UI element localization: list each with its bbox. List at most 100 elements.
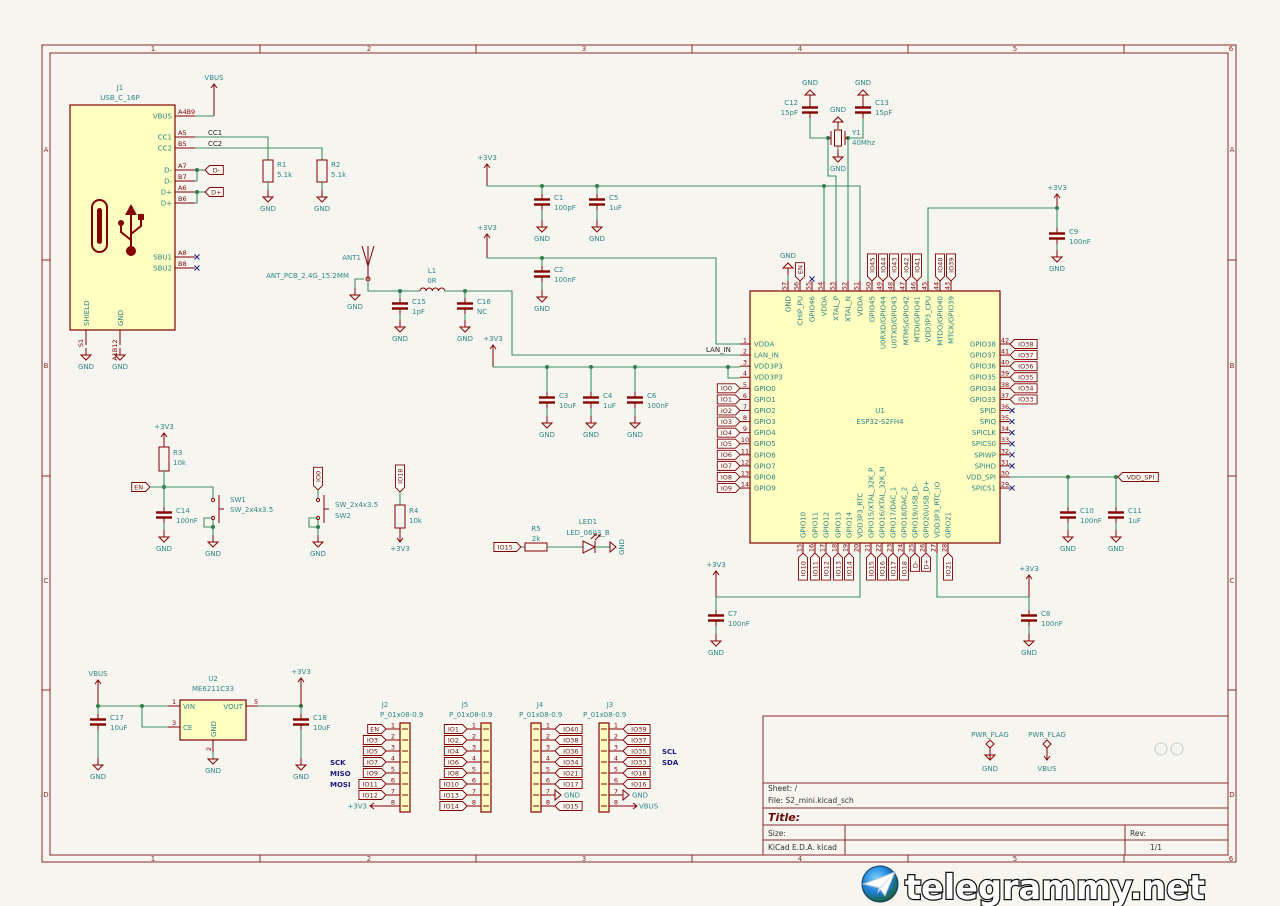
- gnd-symbol: GND: [830, 106, 846, 129]
- net-label-io12: IO12: [358, 790, 387, 800]
- u2-pins-1-num-text: 3: [172, 719, 176, 727]
- title-block-file-text: File: S2_mini.kicad_sch: [768, 796, 854, 805]
- components-y1-value-text: 40Mhz: [852, 139, 875, 147]
- gnd-symbol: GND: [589, 220, 605, 243]
- no-connect-icon: [1009, 418, 1015, 425]
- j1-pins-1-name-text: CC1: [158, 134, 172, 142]
- headers-2-value-text: P_01x08-0.9: [519, 711, 562, 719]
- u1-left-pins-8-name-text: GPIO4: [754, 429, 776, 437]
- net-label-io43: IO43: [889, 253, 899, 282]
- net-label-shape: [362, 757, 387, 767]
- j1-pins-4-name-text: D-: [164, 178, 172, 186]
- u1-left-pins-11-num-text: 12: [741, 458, 749, 466]
- net-label-io7: IO7: [362, 757, 387, 767]
- net-label-text: IO12: [363, 791, 378, 799]
- u1-top-pins-5-num-text: 52: [841, 282, 849, 290]
- components-r5-value-text: 2k: [532, 535, 541, 543]
- sheet-border: [41, 44, 1237, 863]
- u1-ref-text: U1: [875, 407, 885, 415]
- crystal-body-icon: [834, 129, 842, 147]
- gnd-icon: [709, 640, 723, 647]
- net-label-io34: IO34: [1009, 383, 1038, 394]
- net-label-shape: [935, 253, 945, 282]
- gnd-symbol: GND: [1021, 634, 1037, 657]
- u1-left-pins-2-name-text: VDD3P3: [754, 363, 783, 371]
- headers-1-value-text: P_01x08-0.9: [449, 711, 492, 719]
- junction-dot: [726, 365, 730, 369]
- headers-3-pins-5-num-text: 6: [614, 777, 618, 785]
- frame-cols-2-text: 3: [582, 45, 586, 53]
- frame-rows-2-text: C: [44, 577, 49, 585]
- net-label-d-plus: D+: [204, 187, 224, 197]
- frame-cols-3-text: 4: [798, 45, 803, 53]
- headers-1-pins-4-num-text: 5: [472, 766, 476, 774]
- net-label-text: EN: [370, 725, 379, 733]
- u1-right-pins-7-num-text: 35: [1001, 414, 1009, 422]
- pin-header-body: [399, 722, 411, 813]
- headers-2-pins-0-num-text: 1: [546, 722, 550, 730]
- frame-rows-2-text: C: [1230, 577, 1235, 585]
- net-label-shape: [622, 768, 651, 778]
- junction-dot: [316, 525, 320, 529]
- net-label-shape: [844, 552, 854, 581]
- title-block-rev-text: Rev:: [1130, 829, 1146, 838]
- net-label-shape: [622, 735, 651, 745]
- u1-left-pins-4-num-text: 5: [743, 381, 747, 389]
- capacitor-c12: [802, 102, 818, 118]
- wire: [367, 281, 420, 292]
- gnd-icon: [1061, 536, 1075, 543]
- j1-pins-2-num-text: B5: [178, 140, 187, 148]
- net-label-io6: IO6: [443, 757, 468, 767]
- u1-top-pins-4-num-text: 53: [829, 282, 837, 290]
- gnd-symbol: GND: [1049, 250, 1065, 273]
- u1-right-pins-2-num-text: 40: [1001, 359, 1009, 367]
- u1-bottom-pins-12-name-text: VDD3P3_RTC_IO: [934, 481, 942, 538]
- components-r5-ref-text: R5: [531, 525, 540, 533]
- headers-0-value-text: P_01x08-0.9: [380, 711, 423, 719]
- u1-right-pins-1-num-text: 41: [1001, 348, 1009, 356]
- power-gnd-text: GND: [112, 363, 128, 371]
- components-c16-ref-text: C16: [477, 298, 491, 306]
- net-label-io0: IO0: [716, 383, 741, 394]
- gnd-symbol: GND: [534, 290, 550, 313]
- power-gnd-text: GND: [90, 773, 106, 781]
- annotations-mosi-text: MOSI: [330, 781, 351, 789]
- net-label-shape: [889, 253, 899, 282]
- u1-bottom-pins-10-name-text: GPIO19/USB_D-: [912, 483, 920, 538]
- power-arrow-icon: [632, 802, 638, 810]
- power-arrow-icon: [1025, 574, 1033, 580]
- headers-3-pins-7-net-text: VBUS: [639, 803, 659, 811]
- components-r4-value-text: 10k: [409, 517, 423, 525]
- components-c10-value-text: 100nF: [1080, 517, 1102, 525]
- net-label-text: IO6: [448, 758, 459, 766]
- headers-3-pins-6-num-text: 7: [614, 788, 618, 796]
- net-label-text: IO41: [913, 258, 921, 273]
- power-arrow-icon: [483, 163, 491, 169]
- net-label-text: IO39: [947, 258, 955, 273]
- wire: [195, 192, 198, 204]
- power-gnd-text: GND: [347, 303, 363, 311]
- net-label-dplus: D+: [921, 552, 931, 572]
- components-c18-ref-text: C18: [313, 714, 327, 722]
- gnd-icon: [628, 422, 642, 429]
- pin-header-body: [598, 722, 610, 813]
- components-ant1-ref-text: ANT1: [342, 254, 361, 262]
- components-c17-ref-text: C17: [110, 714, 124, 722]
- net-label-shape: [439, 779, 468, 789]
- headers-2-ref-text: J4: [536, 701, 544, 709]
- gnd-icon: [609, 540, 617, 554]
- u1-top-pins-2-name-text: GPIO46: [809, 295, 817, 322]
- net-label-shape: [443, 768, 468, 778]
- led-icon: [582, 540, 597, 554]
- u1-left-pins-10-num-text: 11: [741, 447, 749, 455]
- u1-left-pins-3-name-text: VDD3P3: [754, 374, 783, 382]
- j1-pins-7-num-text: A8: [178, 249, 187, 257]
- u1-top-pins-6-num-text: 51: [853, 282, 861, 290]
- components-led1-ref-text: LED1: [579, 518, 597, 526]
- components-c7-ref-text: C7: [728, 610, 737, 618]
- led-emission-icon: [590, 533, 598, 540]
- components-c14-ref-text: C14: [176, 507, 190, 515]
- power-arrow-icon: [396, 537, 404, 543]
- u1-right-pins-0-num-text: 42: [1001, 337, 1009, 345]
